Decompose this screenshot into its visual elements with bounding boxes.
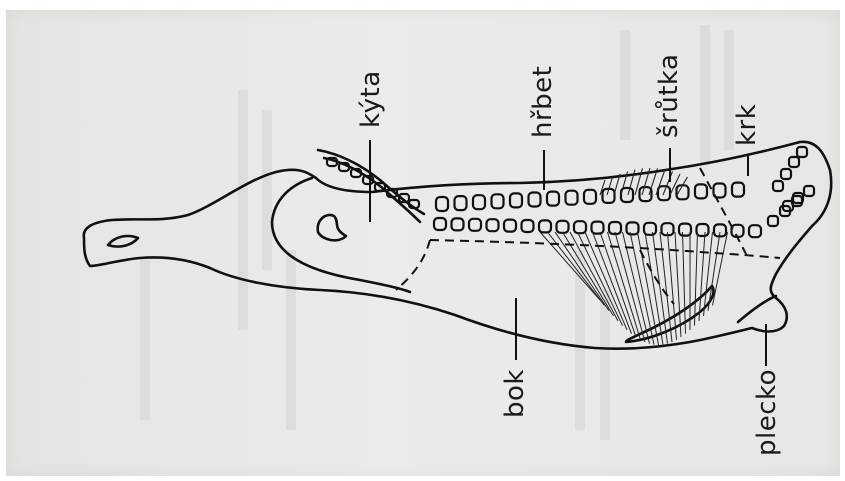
vertebra	[473, 195, 485, 209]
vertebra	[539, 220, 551, 232]
label-kyta: kýta	[356, 70, 386, 128]
neck-vertebra	[781, 169, 791, 179]
vertebra	[529, 193, 541, 207]
vertebra	[557, 221, 569, 233]
cut-line-shoulder	[640, 250, 674, 304]
vertebra	[547, 192, 559, 206]
vertebra	[644, 223, 656, 235]
vertebra	[434, 218, 446, 230]
label-krk: krk	[732, 104, 762, 146]
label-bok: bok	[500, 369, 530, 418]
vertebra	[487, 219, 499, 231]
vertebra	[510, 193, 522, 207]
carcass-outline	[84, 142, 831, 349]
vertebrae-lower-row	[434, 186, 814, 237]
vertebra	[452, 218, 464, 230]
foot-hole	[108, 236, 138, 247]
neck-vertebra	[789, 157, 799, 167]
vertebra	[695, 184, 707, 198]
ribs	[540, 232, 728, 345]
rib	[656, 170, 665, 195]
label-hrbet: hřbet	[528, 66, 558, 138]
vertebra	[697, 224, 709, 236]
rib	[555, 232, 609, 311]
vertebra	[732, 183, 744, 197]
vertebra	[768, 216, 778, 226]
rib	[570, 232, 618, 321]
vertebra	[732, 225, 744, 237]
rib	[668, 232, 677, 340]
vertebra	[749, 225, 761, 237]
vertebra	[455, 196, 467, 210]
rib	[540, 232, 600, 300]
vertebra	[679, 224, 691, 236]
label-plecko: plecko	[752, 369, 782, 456]
rib	[675, 232, 681, 337]
vertebra	[522, 220, 534, 232]
vertebra	[804, 186, 814, 196]
vertebra	[592, 222, 604, 234]
cut-line-spine	[430, 240, 780, 258]
vertebra	[436, 197, 448, 211]
vertebra	[504, 220, 516, 232]
vertebra	[469, 219, 481, 231]
cut-line-neck	[700, 168, 748, 258]
cut-line-ham	[396, 240, 430, 290]
label-srutka: šrůtka	[654, 54, 684, 138]
rib	[607, 177, 613, 195]
rib	[683, 232, 686, 334]
vertebra	[584, 190, 596, 204]
pelvis-opening	[318, 215, 346, 240]
vertebra	[574, 221, 586, 233]
vertebra	[492, 194, 504, 208]
rib	[695, 232, 698, 326]
vertebra	[566, 191, 578, 205]
vertebrae-neck	[773, 147, 807, 211]
vertebra	[627, 222, 639, 234]
rib	[585, 232, 627, 330]
neck-vertebra	[773, 181, 783, 191]
neck-vertebra	[797, 147, 807, 157]
vertebrae-upper-row	[327, 158, 744, 211]
shoulder-contour	[738, 296, 776, 322]
